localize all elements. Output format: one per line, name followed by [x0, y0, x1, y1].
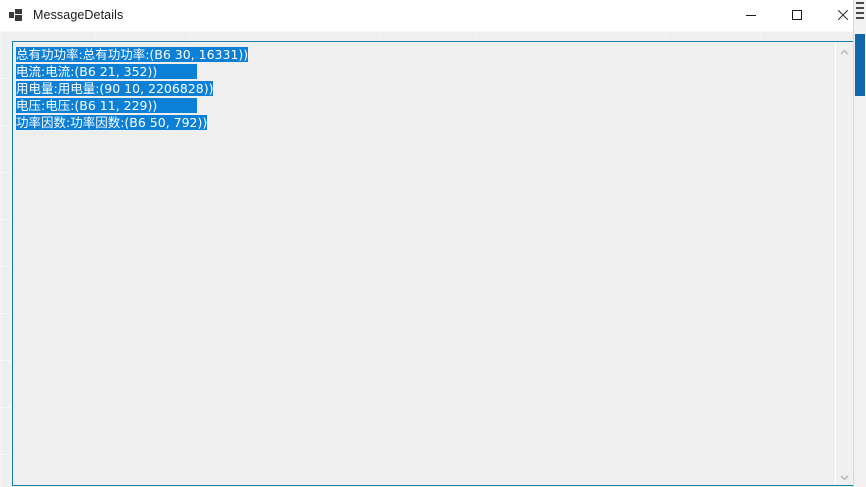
- page-scrollbar[interactable]: [853, 0, 866, 487]
- chevron-down-icon: [840, 468, 849, 486]
- window-title: MessageDetails: [33, 8, 124, 22]
- page-scrollbar-thumb[interactable]: [855, 34, 865, 96]
- text-line-value: 电流:电流:(B6 21, 352)): [16, 64, 158, 79]
- scrollbar-caps-icon: [856, 2, 864, 24]
- text-line-value: 用电量:用电量:(90 10, 2206828)): [16, 81, 214, 96]
- window-controls: [728, 0, 866, 30]
- maximize-icon: [791, 9, 803, 21]
- text-line-value: 电压:电压:(B6 11, 229)): [16, 98, 158, 113]
- textbox-vertical-scrollbar[interactable]: [835, 42, 853, 485]
- text-line-value: 功率因数:功率因数:(B6 50, 792)): [16, 115, 208, 130]
- text-line: 电压:电压:(B6 11, 229)): [16, 97, 833, 114]
- text-line: 电流:电流:(B6 21, 352)): [16, 63, 833, 80]
- close-button[interactable]: [820, 0, 866, 30]
- text-line-trailing-space: [157, 64, 198, 79]
- message-details-textbox[interactable]: 总有功功率:总有功功率:(B6 30, 16331)) 电流:电流:(B6 21…: [12, 41, 854, 486]
- winforms-app-icon: [9, 7, 25, 23]
- text-line-trailing-space: [157, 98, 198, 113]
- window-titlebar[interactable]: MessageDetails: [0, 0, 866, 31]
- textbox-content[interactable]: 总有功功率:总有功功率:(B6 30, 16331)) 电流:电流:(B6 21…: [13, 42, 835, 485]
- minimize-icon: [745, 9, 757, 21]
- chevron-up-icon: [840, 42, 849, 60]
- scroll-down-button[interactable]: [836, 468, 853, 485]
- window-client-area: 总有功功率:总有功功率:(B6 30, 16331)) 电流:电流:(B6 21…: [0, 31, 866, 487]
- maximize-button[interactable]: [774, 0, 820, 30]
- close-icon: [837, 9, 849, 21]
- text-line-value: 总有功功率:总有功功率:(B6 30, 16331)): [16, 47, 249, 62]
- minimize-button[interactable]: [728, 0, 774, 30]
- text-line: 总有功功率:总有功功率:(B6 30, 16331)): [16, 46, 833, 63]
- text-line: 功率因数:功率因数:(B6 50, 792)): [16, 114, 833, 131]
- text-line: 用电量:用电量:(90 10, 2206828)): [16, 80, 833, 97]
- scroll-track[interactable]: [836, 59, 853, 468]
- scroll-up-button[interactable]: [836, 42, 853, 59]
